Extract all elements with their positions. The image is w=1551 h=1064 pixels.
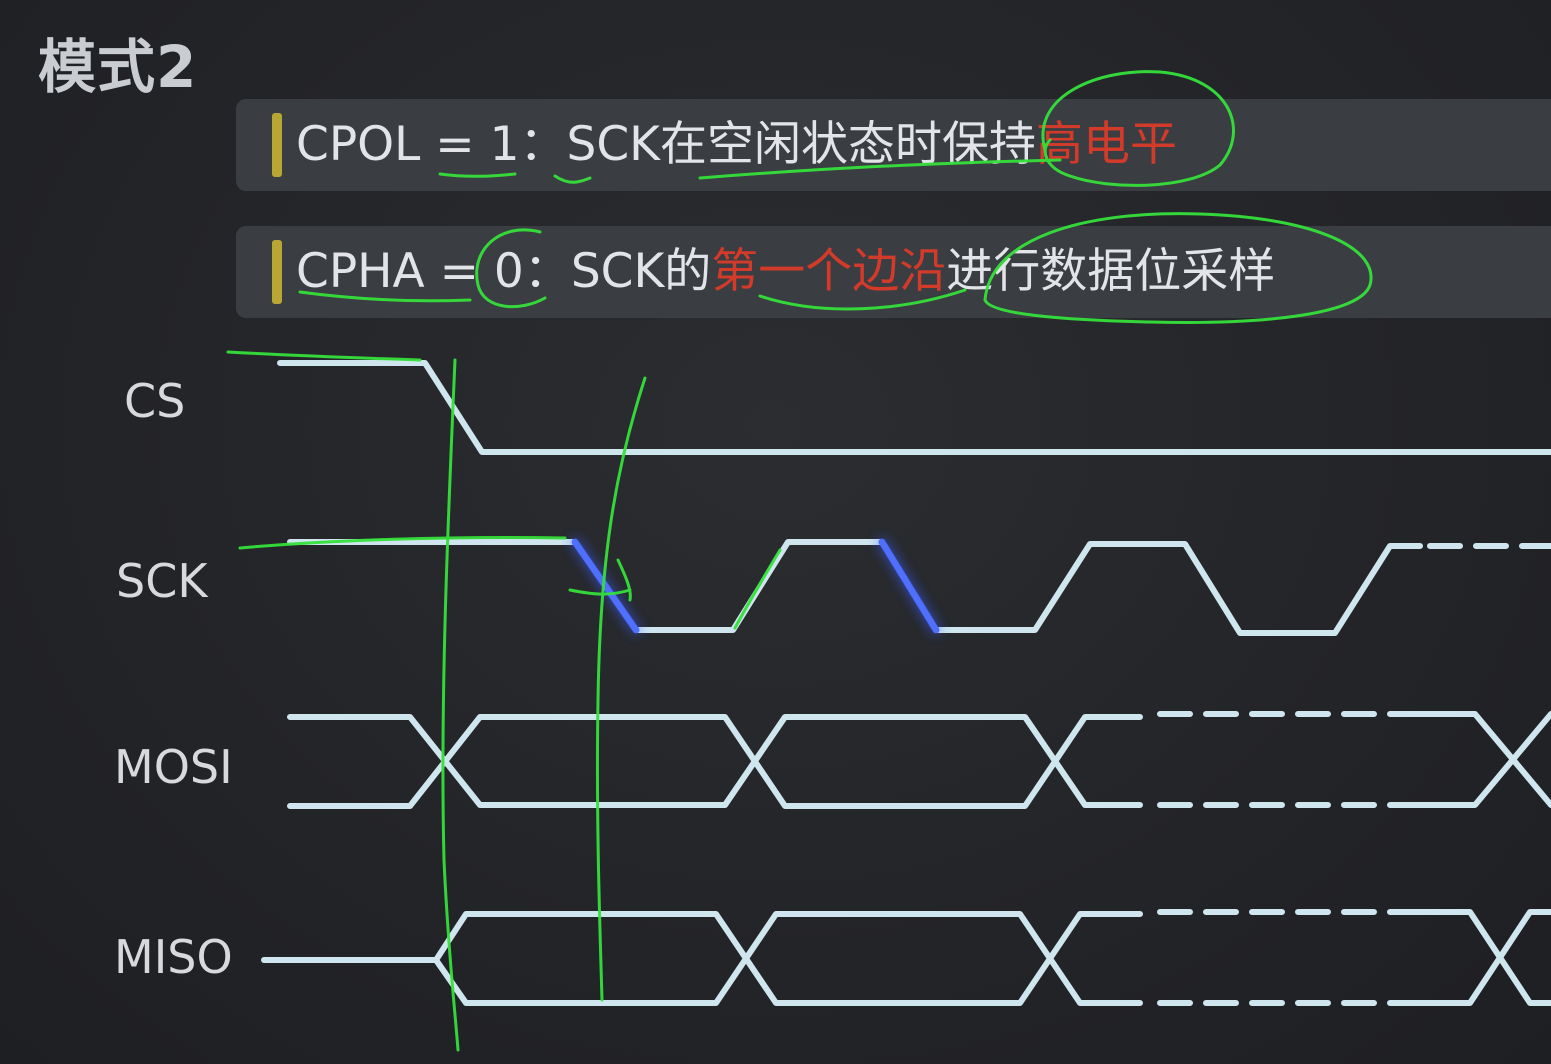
page-title: 模式2 bbox=[38, 33, 198, 101]
annotation-rising-edge-stroke bbox=[733, 548, 782, 630]
sck-first-edge-highlight bbox=[571, 538, 640, 634]
annotation-ellipse-sampling bbox=[983, 212, 1373, 325]
miso-right-crossing bbox=[1417, 909, 1551, 1006]
sck-label: SCK bbox=[116, 554, 208, 608]
miso-lower-line bbox=[433, 911, 1143, 1006]
annotation-mark-colon bbox=[553, 174, 592, 184]
annotation-edge-mark bbox=[568, 558, 632, 602]
annotation-mark-cpha-zero bbox=[475, 228, 547, 309]
rule-accent-bar bbox=[272, 240, 282, 304]
cpha-rule-text: CPHA = 0：SCK的第一个边沿进行数据位采样 bbox=[296, 240, 1275, 304]
rule-accent-bar bbox=[272, 113, 282, 177]
annotation-underline-cpol bbox=[438, 172, 517, 178]
annotation-underline-sck-idle bbox=[698, 158, 1062, 180]
annotation-underline-cpha bbox=[298, 290, 472, 303]
cpha-rule-prefix: CPHA = 0：SCK的 bbox=[296, 244, 712, 299]
annotation-underline-first-edge bbox=[758, 288, 967, 311]
sck-third-edge-highlight bbox=[878, 538, 940, 634]
mosi-right-crossing bbox=[1417, 711, 1551, 808]
cpol-rule-highlight: 高电平 bbox=[1035, 117, 1177, 172]
sck-waveform bbox=[287, 539, 1423, 636]
miso-upper-line bbox=[433, 911, 1143, 1006]
cs-waveform bbox=[277, 360, 1551, 455]
cpha-rule-highlight: 第一个边沿 bbox=[711, 244, 947, 299]
annotation-vertical-line-cs bbox=[441, 358, 460, 1052]
cs-label: CS bbox=[124, 374, 186, 428]
annotation-sck-idle-stroke bbox=[238, 535, 567, 550]
annotation-cs-idle-stroke bbox=[226, 350, 422, 362]
cpha-rule-suffix: 进行数据位采样 bbox=[946, 244, 1276, 299]
miso-right-crossing-2 bbox=[1417, 909, 1551, 1006]
mosi-lower-line bbox=[287, 714, 1143, 809]
mosi-right-crossing-2 bbox=[1417, 711, 1551, 808]
cpol-rule-prefix: CPOL = 1：SCK在空闲状态时保持 bbox=[296, 117, 1036, 172]
mosi-label: MOSI bbox=[114, 740, 233, 794]
cpol-rule-text: CPOL = 1：SCK在空闲状态时保持高电平 bbox=[296, 113, 1177, 177]
annotation-ellipse-high-level bbox=[1041, 70, 1235, 187]
annotation-vertical-line-sample bbox=[595, 376, 647, 1002]
cpha-rule-box: CPHA = 0：SCK的第一个边沿进行数据位采样 bbox=[236, 226, 1551, 318]
miso-label: MISO bbox=[114, 930, 233, 984]
